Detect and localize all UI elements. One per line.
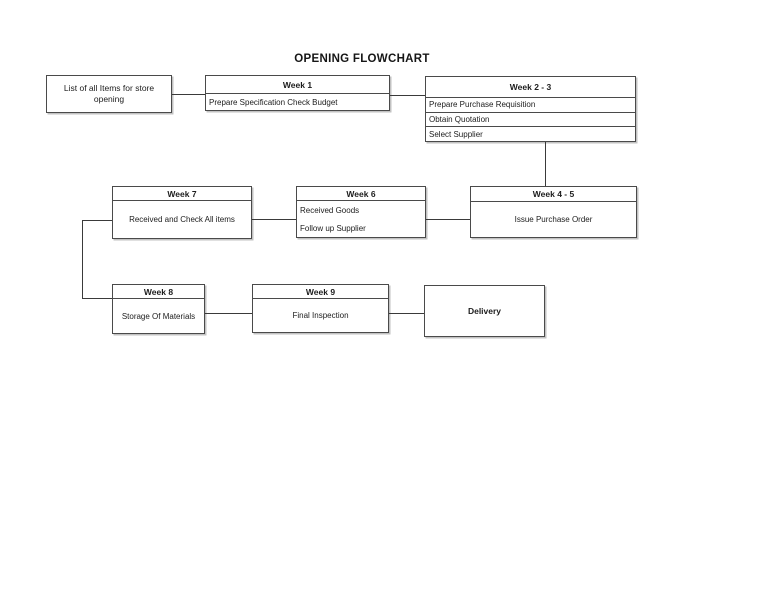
week4-5-task: Issue Purchase Order (514, 215, 593, 224)
week1-header: Week 1 (206, 76, 389, 94)
connector-storelist-week1 (172, 94, 205, 95)
connector-week6-week4-5 (426, 219, 470, 220)
week9-task: Final Inspection (292, 311, 349, 320)
connector-week9-delivery (389, 313, 424, 314)
week2-3-task: Obtain Quotation (426, 111, 635, 127)
connector-week7-week6 (252, 219, 296, 220)
week4-5-header: Week 4 - 5 (471, 187, 636, 202)
flow-box-week4-5: Week 4 - 5 Issue Purchase Order (470, 186, 637, 238)
flow-box-week7: Week 7 Received and Check All items (112, 186, 252, 239)
connector-week7-week8-vertical (82, 220, 83, 299)
week6-header: Week 6 (297, 187, 425, 201)
week8-header: Week 8 (113, 285, 204, 299)
flow-box-week2-3: Week 2 - 3 Prepare Purchase Requisition … (425, 76, 636, 142)
connector-week2-3-week4-5 (545, 142, 546, 186)
flow-box-week1: Week 1 Prepare Specification Check Budge… (205, 75, 390, 111)
flowchart-title: OPENING FLOWCHART (294, 53, 430, 65)
flow-box-delivery: Delivery (424, 285, 545, 337)
flow-box-week9: Week 9 Final Inspection (252, 284, 389, 333)
week6-task: Follow up Supplier (300, 223, 366, 233)
week2-3-task: Select Supplier (426, 126, 635, 141)
flow-box-store-list: List of all Items for store opening (46, 75, 172, 113)
week7-task: Received and Check All items (129, 215, 235, 224)
flow-box-week6: Week 6 Received Goods Follow up Supplier (296, 186, 426, 238)
week9-header: Week 9 (253, 285, 388, 299)
flow-box-week8: Week 8 Storage Of Materials (112, 284, 205, 334)
week7-header: Week 7 (113, 187, 251, 201)
week6-task: Received Goods (300, 205, 360, 215)
week1-task: Prepare Specification Check Budget (209, 97, 338, 107)
store-list-label: List of all Items for store opening (63, 82, 155, 104)
connector-week7-elbow-top (82, 220, 112, 221)
connector-week8-week9 (205, 313, 252, 314)
week2-3-header: Week 2 - 3 (426, 77, 635, 98)
connector-week7-elbow-bottom (82, 298, 112, 299)
delivery-label: Delivery (467, 306, 502, 316)
connector-week1-week2-3 (390, 95, 425, 96)
week2-3-task: Prepare Purchase Requisition (429, 100, 536, 110)
week8-task: Storage Of Materials (121, 311, 196, 321)
